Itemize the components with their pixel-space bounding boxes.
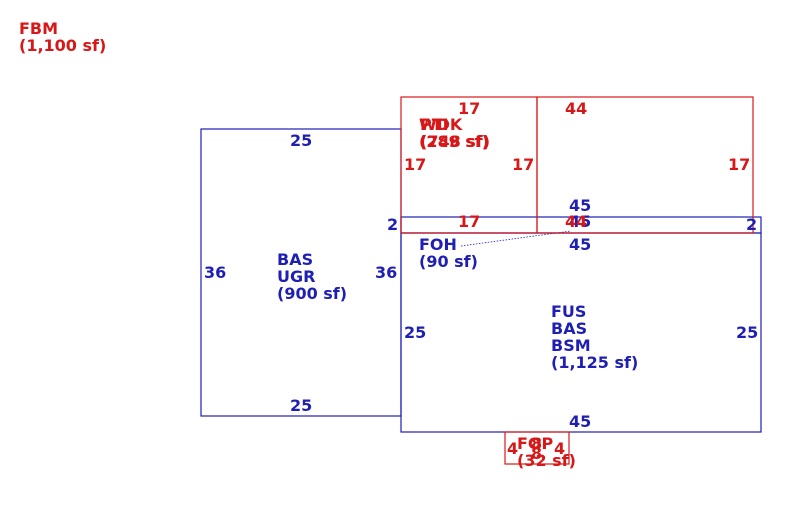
- dim-bas-right: 36: [375, 263, 398, 282]
- dim-fus-top: 45: [569, 235, 592, 254]
- bas-code: BAS: [551, 319, 588, 338]
- dim-bas-bottom: 25: [290, 396, 313, 415]
- dim-foh-right: 2: [746, 215, 758, 234]
- foh-code: FOH: [419, 235, 457, 254]
- dim-wdk-right: 17: [512, 155, 535, 174]
- wdk-area: (289 sf): [419, 132, 490, 151]
- dim-fop-top: 8: [531, 434, 543, 453]
- fop-code: FOP: [517, 434, 554, 453]
- fbm-label: FBM (1,100 sf): [19, 20, 106, 54]
- dim-fus-left: 25: [404, 323, 427, 342]
- dim-wdk-left: 17: [404, 155, 427, 174]
- fbm-code: FBM: [19, 19, 59, 38]
- dim-fus-top-inner: 45: [569, 212, 592, 231]
- fus-bas-bsm-label: FUS BAS BSM (1,125 sf): [551, 303, 638, 371]
- dim-fus-right: 25: [736, 323, 759, 342]
- pti-code: PTI: [420, 115, 449, 134]
- bsm-code: BSM: [551, 336, 591, 355]
- fus-bas-bsm-area: (1,125 sf): [551, 353, 639, 372]
- bas-ugr-area: (900 sf): [277, 284, 348, 303]
- pti-label: PTI (748 sf): [420, 116, 490, 150]
- dim-foh-top: 45: [569, 196, 592, 215]
- fus-code: FUS: [551, 302, 587, 321]
- pti-area: (748 sf): [420, 132, 491, 151]
- foh-area: (90 sf): [419, 252, 478, 271]
- dim-fus-bottom: 45: [569, 412, 592, 431]
- pti-outline: [536, 96, 754, 234]
- dim-pti-bottom: 44: [565, 212, 588, 231]
- bas-ugr-label: BAS UGR (900 sf): [277, 251, 347, 302]
- fbm-area: (1,100 sf): [19, 36, 107, 55]
- dim-fop-bottom: 8: [531, 444, 543, 463]
- dim-bas-left: 36: [204, 263, 227, 282]
- wdk-label: WDK (289 sf): [419, 116, 489, 150]
- wdk-code: WDK: [419, 115, 463, 134]
- foh-label: FOH (90 sf): [419, 236, 478, 270]
- bas-ugr-code-1: BAS: [277, 250, 314, 269]
- fop-outline: [504, 431, 570, 465]
- dim-fop-left: 4: [507, 439, 519, 458]
- dim-pti-top: 44: [565, 99, 588, 118]
- dim-foh-left: 2: [387, 215, 399, 234]
- foh-leader-line: [460, 230, 572, 247]
- dim-fop-right: 4: [554, 439, 566, 458]
- dim-wdk-top: 17: [458, 99, 481, 118]
- dim-bas-top: 25: [290, 131, 313, 150]
- fop-area: (32 sf): [517, 451, 576, 470]
- dim-pti-right: 17: [728, 155, 751, 174]
- fop-label: FOP (32 sf): [517, 435, 576, 469]
- dim-wdk-bottom: 17: [458, 212, 481, 231]
- bas-ugr-code-2: UGR: [277, 267, 316, 286]
